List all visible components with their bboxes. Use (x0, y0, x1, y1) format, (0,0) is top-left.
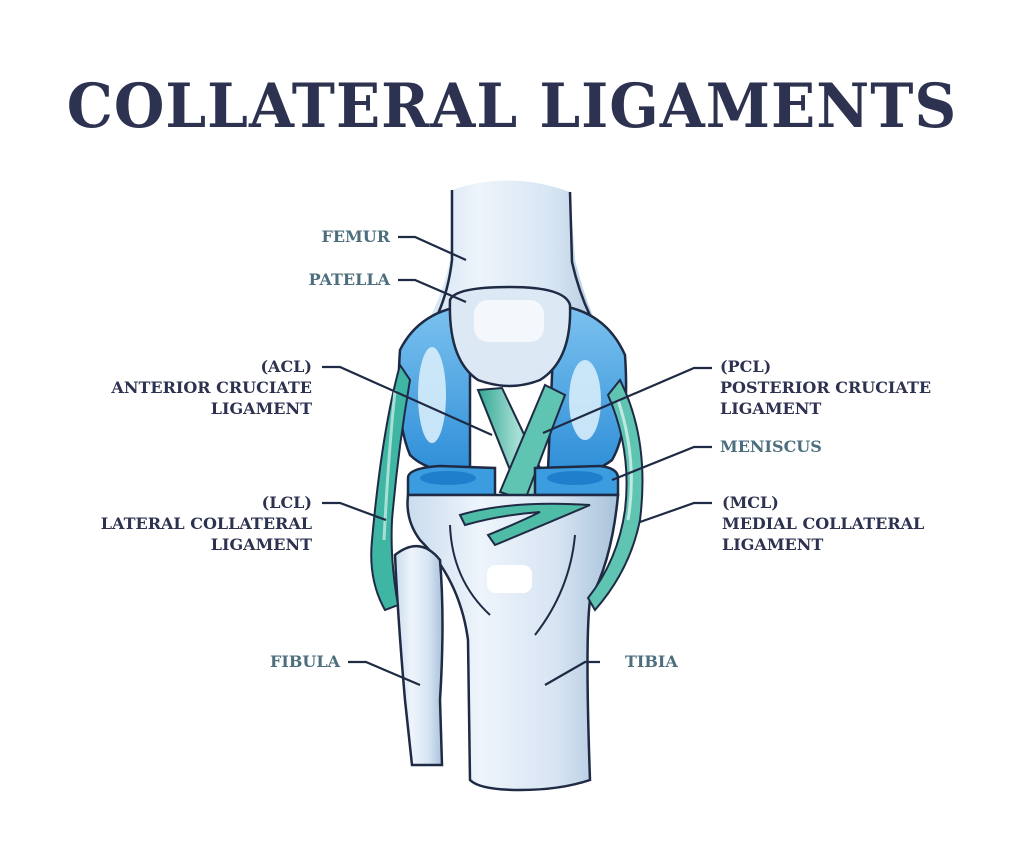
fibula-bone (393, 545, 444, 767)
patella-bone (448, 285, 572, 388)
label-fibula: FIBULA (270, 652, 340, 671)
leader-lines (322, 235, 712, 687)
diagram-title: COLLATERAL LIGAMENTS (66, 70, 958, 142)
label-meniscus: MENISCUS (720, 437, 822, 456)
label-mcl: (MCL) MEDIAL COLLATERAL LIGAMENT (722, 493, 925, 554)
label-tibia: TIBIA (625, 652, 678, 671)
label-pcl: (PCL) POSTERIOR CRUCIATE LIGAMENT (720, 357, 932, 418)
label-femur: FEMUR (321, 227, 390, 246)
label-lcl: (LCL) LATERAL COLLATERAL LIGAMENT (100, 493, 312, 554)
label-patella: PATELLA (308, 270, 390, 289)
label-acl: (ACL) ANTERIOR CRUCIATE LIGAMENT (111, 357, 312, 418)
meniscus (406, 464, 620, 497)
lateral-collateral-ligament (370, 362, 412, 612)
medial-collateral-ligament (586, 378, 644, 612)
